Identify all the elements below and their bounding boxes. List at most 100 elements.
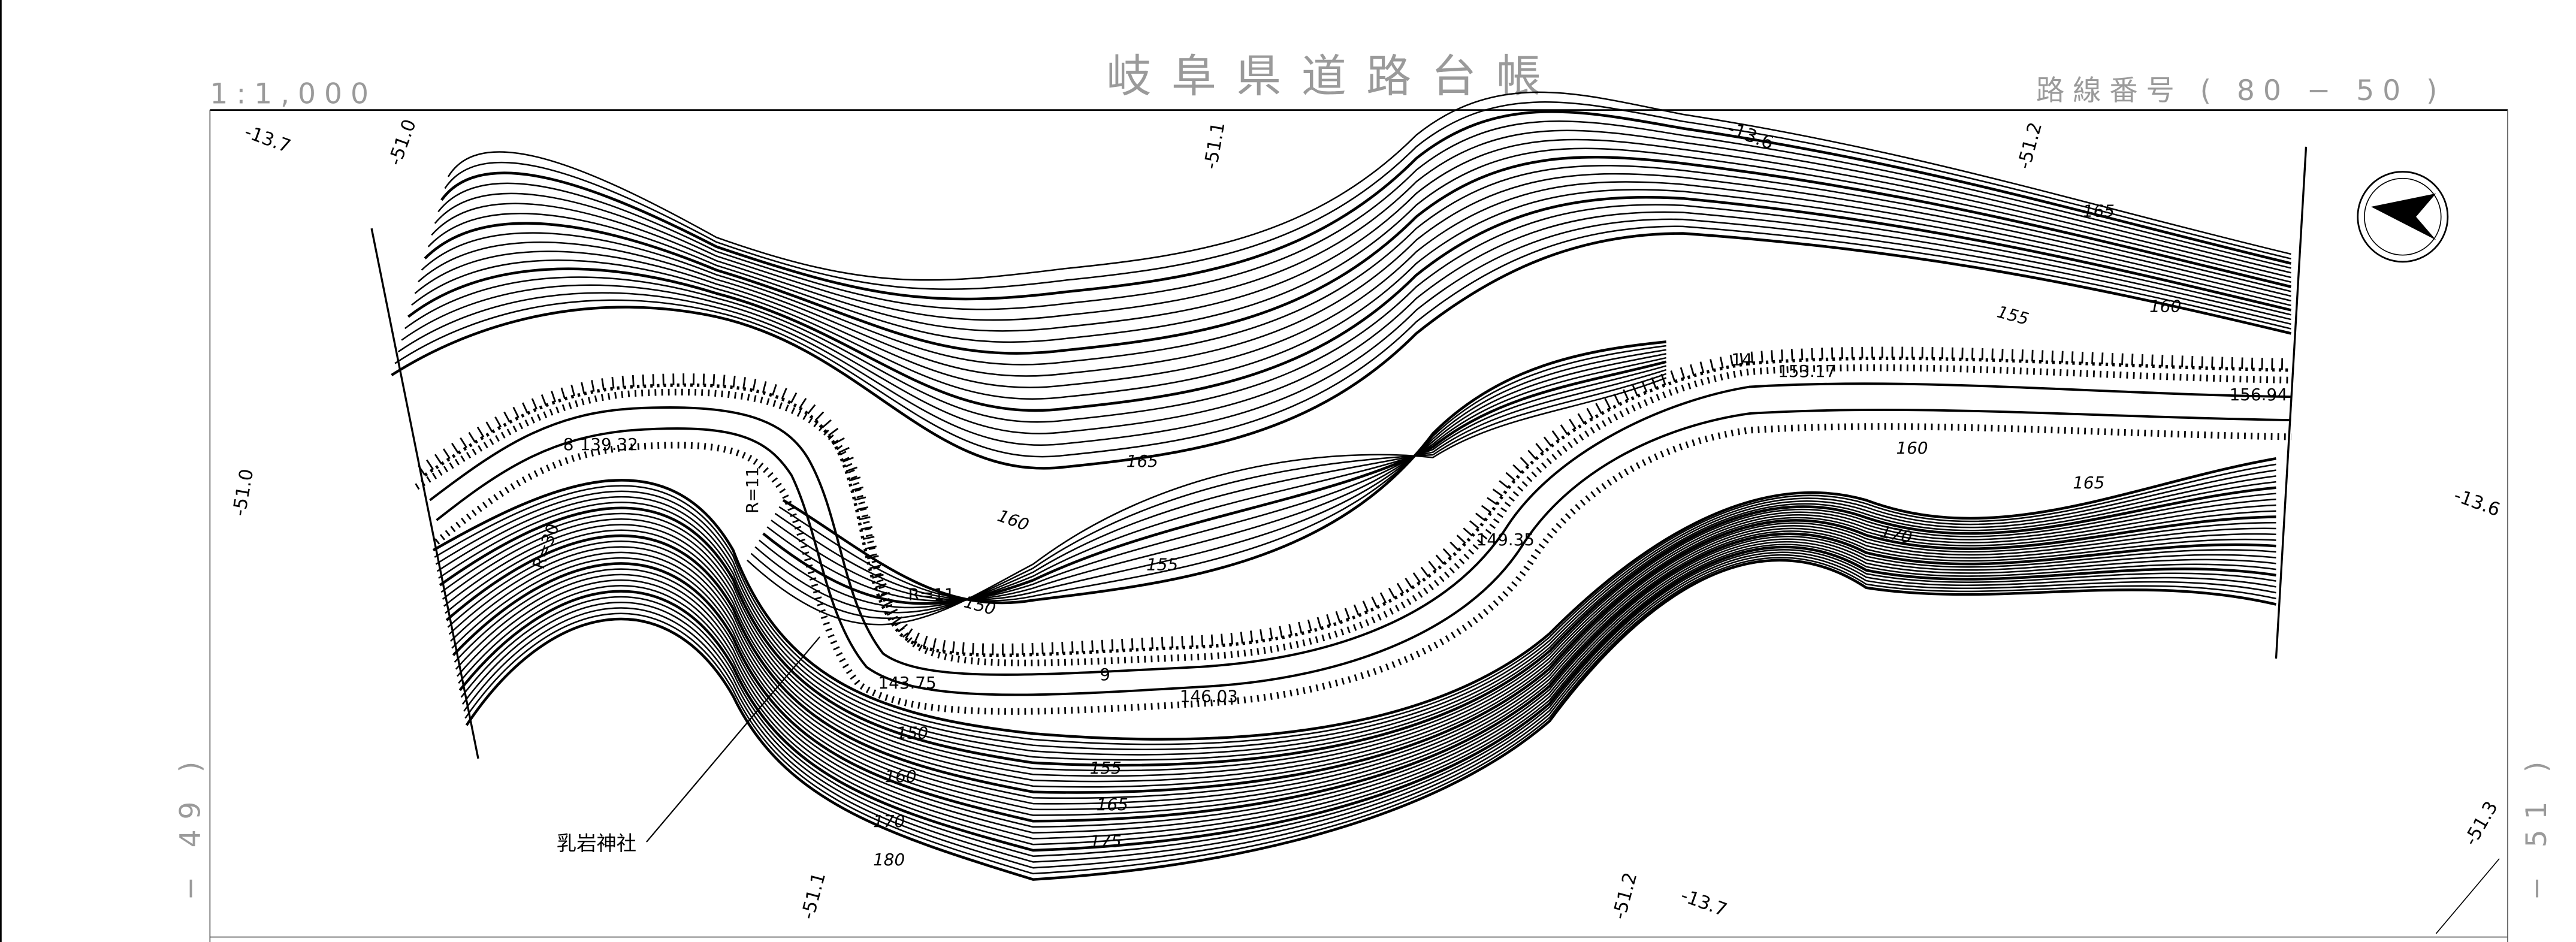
slope-tick [1298,621,1303,634]
slope-tick [1527,449,1537,460]
slope-tick [662,373,665,386]
slope-tick [1279,626,1283,638]
scale-label: 1:1,000 [210,77,377,110]
contour-line [391,232,2292,470]
slope-tick [540,394,547,406]
curve-label: R=11 [908,585,955,605]
slope-tick [1481,505,1492,514]
contour-line [432,457,2276,741]
slope-tick [1151,637,1153,650]
slope-tick [434,454,443,465]
slope-tick [1469,520,1479,529]
slope-tick [1971,348,1974,360]
slope-tick [611,376,615,389]
slope-tick [905,628,913,639]
slope-tick [1710,359,1714,371]
contour-line [434,463,2276,745]
contour-line [435,469,2276,751]
contour-label: 160 [2149,296,2181,316]
slope-tick [1221,633,1224,646]
contour-line [411,189,2291,400]
slope-tick [878,591,890,598]
contour-label: 165 [2083,201,2115,221]
contour-line [404,204,2291,423]
slope-tick [1463,527,1473,537]
grid-label: -51.2 [2014,120,2046,171]
elevation-label: 153.17 [1778,361,1836,381]
contour-line [465,558,2276,881]
slope-tick [1101,639,1104,652]
north-arrow-icon [2357,171,2449,263]
station-label: 8 [563,434,574,454]
contour-line [436,475,2276,756]
grid-label: -51.3 [2460,798,2502,849]
slope-tick [2061,351,2064,363]
slope-tick [1660,373,1666,385]
slope-tick [1641,381,1648,393]
slope-tick [1335,611,1341,623]
slope-tick [762,381,767,393]
slope-tick [2081,351,2084,364]
slope-tick [2091,352,2094,364]
slope-tick [859,516,871,521]
slope-tick [872,573,884,579]
slope-tick [942,640,946,652]
contour-line [394,225,2291,458]
slope-tick [1396,582,1405,594]
slope-tick [2101,352,2104,364]
slope-tick [892,616,903,624]
slope-tick [1487,497,1497,505]
slope-tick [1577,413,1586,424]
slope-tick [1031,642,1034,655]
slope-tick [1260,629,1263,641]
grid-label: -51.2 [1609,870,1641,922]
slope-tick [522,402,529,414]
slope-tick [512,406,520,418]
contour-line [766,357,1667,602]
slope-tick [1520,457,1530,467]
slope-tick [865,545,877,550]
slope-tick [867,555,879,560]
slope-tick [962,642,965,654]
slope-tick [1680,367,1686,379]
slope-tick [1201,635,1204,647]
grid-label: -51.1 [798,870,830,922]
contour-line [454,536,2276,828]
slope-tick [2201,356,2203,369]
contour-line [439,486,2276,767]
grid-label: -13.6 [2451,485,2502,521]
contour-line [421,165,2291,366]
slope-tick [418,464,426,476]
slope-tick [1543,436,1552,447]
slope-tick [1551,430,1560,441]
contour-line [460,549,2276,857]
slope-tick [494,416,502,428]
slope-tick [551,391,557,403]
contour-line [440,110,2292,301]
slope-tick [1326,614,1331,626]
slope-tick [1604,398,1611,410]
landmark-leader [646,636,820,843]
slope-tick [2111,352,2114,365]
elevation-label: 149.35 [1476,530,1535,550]
contour-label: 160 [995,506,1031,535]
contour-line [461,551,2276,863]
route-number: 路線番号 ( 80 − 50 ) [2036,74,2445,107]
grid-label: -51.0 [229,467,258,518]
slope-tick [2041,350,2044,362]
slope-tick [1449,541,1460,551]
elevation-label: 146.03 [1180,686,1238,706]
slope-tick [2151,354,2154,367]
contour-line [747,377,1667,626]
contour-label: 155 [1090,758,1122,778]
contour-line [447,91,2291,281]
slope-tick [1991,348,1994,361]
contour-line [778,345,1666,602]
slope-tick [1405,578,1413,588]
contour-label: 175 [1090,831,1122,851]
slope-tick [426,459,434,470]
contour-label: 170 [873,811,905,831]
slope-tick [702,373,705,386]
slope-tick [1492,488,1503,497]
contour-line [440,493,2276,772]
